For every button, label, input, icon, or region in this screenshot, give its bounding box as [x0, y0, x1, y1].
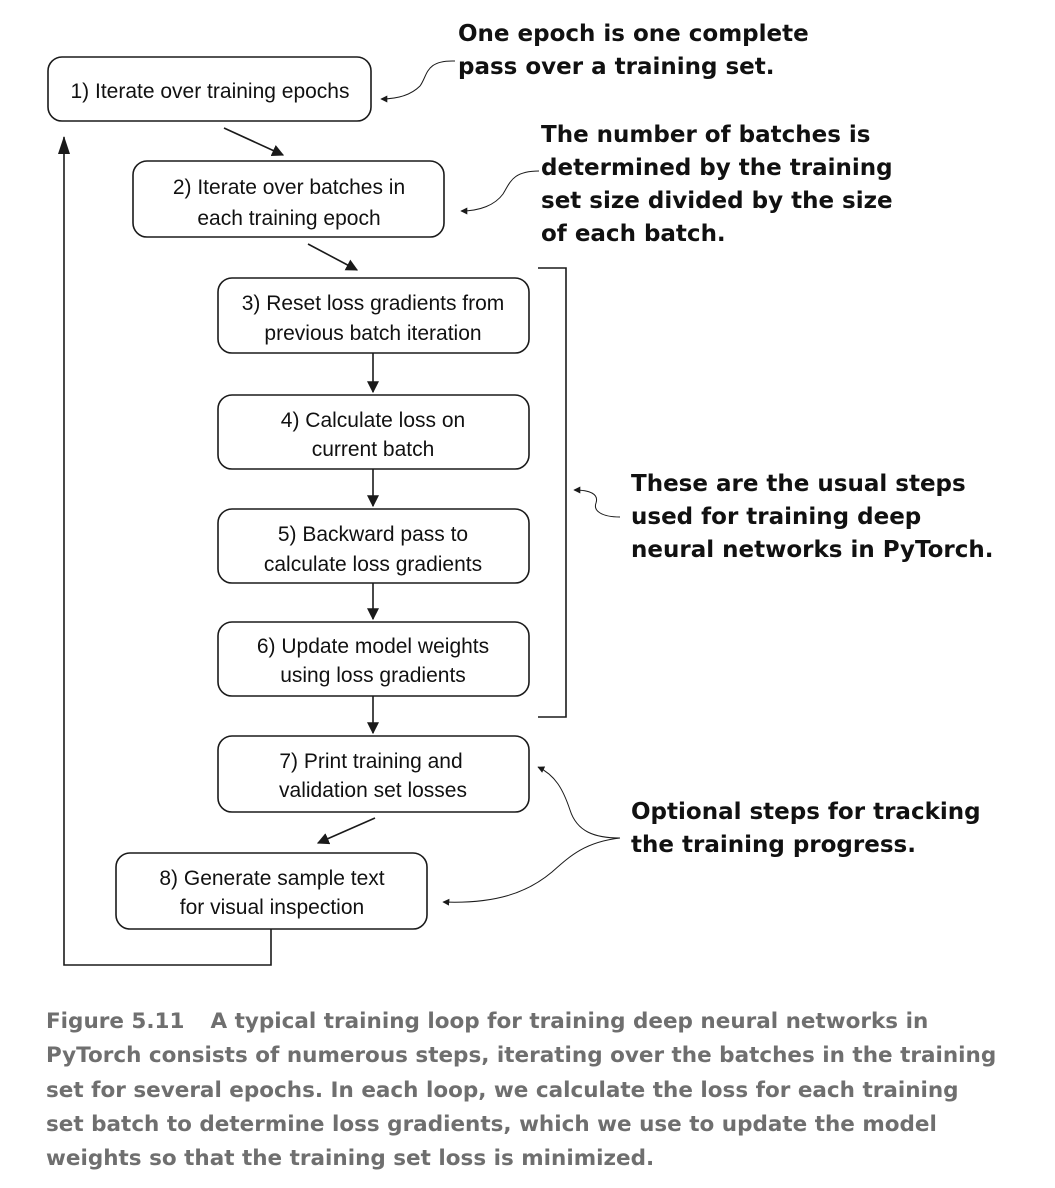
annotation-usual-line-3: neural networks in PyTorch. [631, 537, 994, 563]
caption-line-4: set batch to determine loss gradients, w… [46, 1112, 937, 1137]
step-3-line-2: previous batch iteration [264, 322, 481, 345]
step-5-line-2: calculate loss gradients [264, 553, 482, 576]
annotation-usual-pointer [573, 486, 621, 518]
annotation-batches-line-3: set size divided by the size [541, 188, 893, 214]
caption-line-1: Figure 5.11 A typical training loop for t… [46, 1009, 928, 1034]
step-7-line-2: validation set losses [279, 779, 467, 802]
annotation-usual-line-1: These are the usual steps [631, 471, 966, 497]
arrow-step-2-to-3 [307, 243, 359, 271]
annotation-optional-pointer-upper [537, 766, 621, 839]
caption-line-5: weights so that the training set loss is… [46, 1146, 654, 1171]
arrow-step-7-to-8 [316, 817, 376, 845]
step-2-line-1: 2) Iterate over batches in [173, 176, 405, 199]
caption-line-2: PyTorch consists of numerous steps, iter… [46, 1043, 996, 1068]
annotation-optional-line-2: the training progress. [631, 832, 916, 858]
step-7-box: 7) Print training and validation set los… [217, 735, 530, 813]
step-1-box: 1) Iterate over training epochs [47, 56, 372, 122]
loop-back-line [63, 137, 272, 966]
annotation-usual-line-2: used for training deep [631, 504, 921, 530]
annotation-batches-line-4: of each batch. [541, 221, 726, 247]
step-4-line-1: 4) Calculate loss on [281, 409, 465, 432]
step-8-line-2: for visual inspection [180, 896, 364, 919]
annotation-epoch-pointer [380, 60, 456, 103]
annotation-batches-pointer [460, 170, 540, 215]
step-2-line-2: each training epoch [197, 207, 380, 230]
step-6-line-2: using loss gradients [280, 664, 466, 687]
step-8-line-1: 8) Generate sample text [159, 867, 384, 890]
step-1-line-1: 1) Iterate over training epochs [71, 80, 350, 103]
caption-text-1: A typical training loop for training dee… [210, 1009, 928, 1034]
step-4-line-2: current batch [312, 438, 435, 461]
annotation-epoch-line-2: pass over a training set. [458, 54, 775, 80]
step-7-line-1: 7) Print training and [279, 750, 462, 773]
loop-back-arrowhead [58, 136, 70, 154]
step-4-box: 4) Calculate loss on current batch [217, 394, 530, 470]
step-5-line-1: 5) Backward pass to [278, 523, 468, 546]
annotation-batches-line-1: The number of batches is [541, 122, 870, 148]
step-3-line-1: 3) Reset loss gradients from [242, 292, 505, 315]
annotation-optional-line-1: Optional steps for tracking [631, 799, 981, 825]
step-3-box: 3) Reset loss gradients from previous ba… [217, 277, 530, 354]
steps-bracket [538, 267, 567, 718]
annotation-batches-line-2: determined by the training [541, 155, 893, 181]
step-6-box: 6) Update model weights using loss gradi… [217, 621, 530, 697]
step-6-line-1: 6) Update model weights [257, 635, 489, 658]
caption-label: Figure 5.11 [46, 1009, 184, 1034]
step-5-box: 5) Backward pass to calculate loss gradi… [217, 508, 530, 584]
arrow-step-1-to-2 [223, 127, 285, 156]
annotation-optional-pointer-lower [442, 837, 621, 906]
annotation-epoch-line-1: One epoch is one complete [458, 21, 809, 47]
step-2-box: 2) Iterate over batches in each training… [132, 160, 445, 238]
step-8-box: 8) Generate sample text for visual inspe… [115, 852, 428, 930]
caption-line-3: set for several epochs. In each loop, we… [46, 1078, 959, 1103]
